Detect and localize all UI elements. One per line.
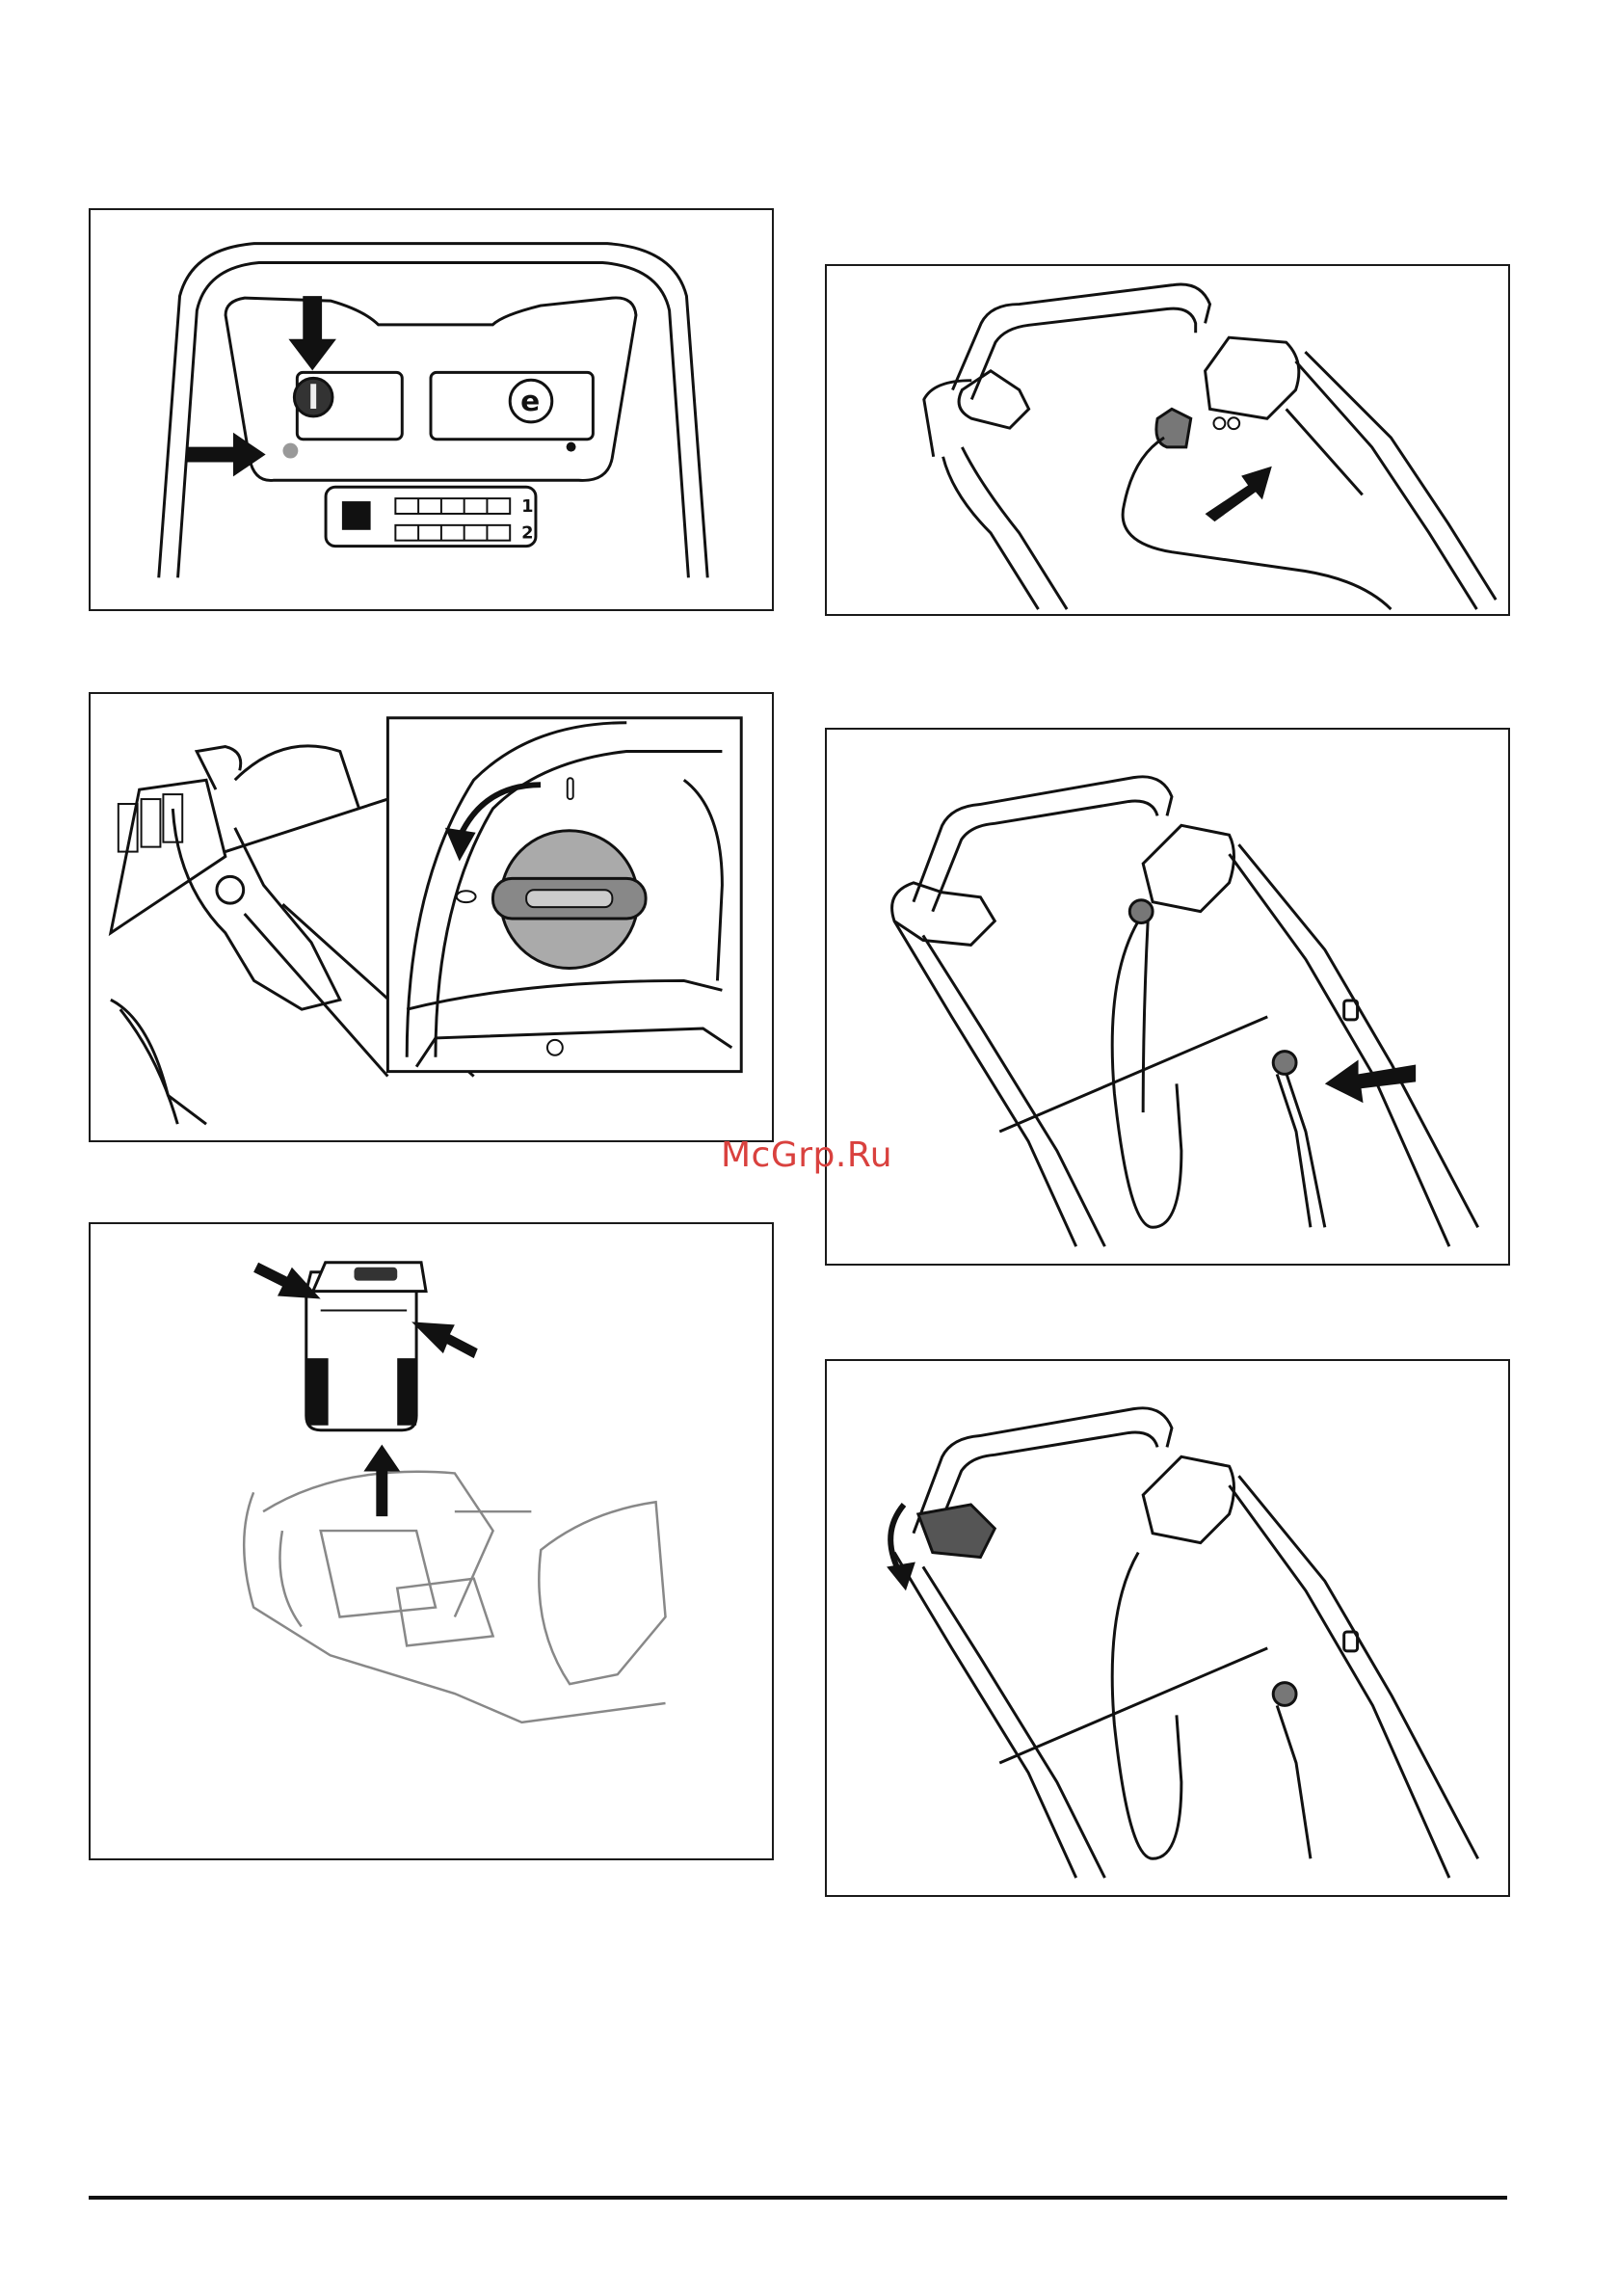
figure-key-turn	[89, 692, 774, 1142]
cable-hook-illustration	[827, 730, 1508, 1264]
cable-icon	[1112, 921, 1325, 1228]
figure-battery-removal	[89, 1222, 774, 1860]
push-arrow-icon	[1206, 467, 1272, 521]
handle-icon	[924, 284, 1496, 609]
handle-fold-illustration	[827, 1361, 1508, 1895]
stop-button-icon	[342, 501, 371, 530]
release-lever-icon	[918, 1505, 995, 1558]
rotate-arrow-icon	[890, 1505, 904, 1571]
arrow-icon	[288, 296, 336, 370]
figure-handle-fold	[825, 1359, 1510, 1897]
key-turn-illustration	[91, 694, 772, 1140]
connector-plug-icon	[1123, 409, 1391, 609]
lift-arrow-icon	[363, 1445, 400, 1517]
watermark: McGrp.Ru	[721, 1135, 892, 1175]
svg-text:e: e	[520, 385, 540, 418]
figure-handle-connector	[825, 264, 1510, 616]
handle-connector-illustration	[827, 266, 1508, 614]
push-arrow-icon	[411, 1322, 478, 1358]
figure-cable-hook	[825, 728, 1510, 1266]
handle-icon	[892, 777, 1478, 1246]
battery-label-2: 2	[521, 523, 533, 544]
battery-label-1: 1	[521, 496, 533, 517]
mower-body-icon	[244, 1472, 665, 1722]
bottom-rule	[89, 2196, 1507, 2200]
control-panel-illustration: e 1 2	[91, 210, 772, 609]
battery-indicator-icon	[395, 498, 510, 541]
figure-control-panel: e 1 2	[89, 208, 774, 611]
hook-arrow-icon	[1325, 1060, 1416, 1104]
handle-icon	[894, 1408, 1478, 1878]
battery-icon	[306, 1263, 426, 1430]
battery-removal-illustration	[91, 1224, 772, 1858]
